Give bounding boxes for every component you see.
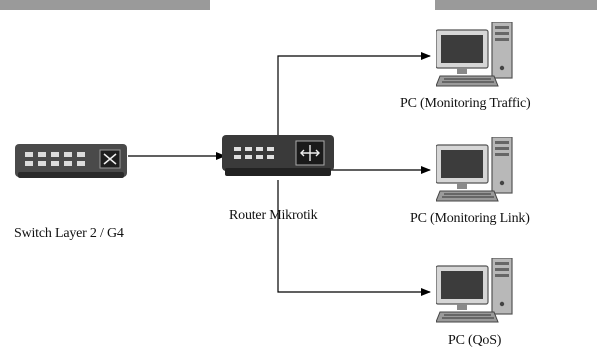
pc-traffic-label: PC (Monitoring Traffic) (400, 96, 531, 111)
network-switch-icon (15, 144, 127, 178)
router-label: Router Mikrotik (229, 208, 318, 223)
desktop-pc-icon (436, 22, 513, 87)
top-bar-left (0, 0, 210, 10)
edge-router-pc-qos (277, 180, 431, 296)
desktop-pc-icon (436, 137, 513, 202)
router-icon (222, 135, 334, 176)
switch-label: Switch Layer 2 / G4 (14, 226, 124, 241)
desktop-pc-icon (436, 258, 513, 323)
top-bar-right (435, 0, 597, 10)
edge-router-pc-traffic (277, 52, 431, 138)
pc-link-label: PC (Monitoring Link) (410, 211, 530, 226)
connection-lines (128, 52, 431, 296)
pc-qos-label: PC (QoS) (448, 333, 502, 348)
